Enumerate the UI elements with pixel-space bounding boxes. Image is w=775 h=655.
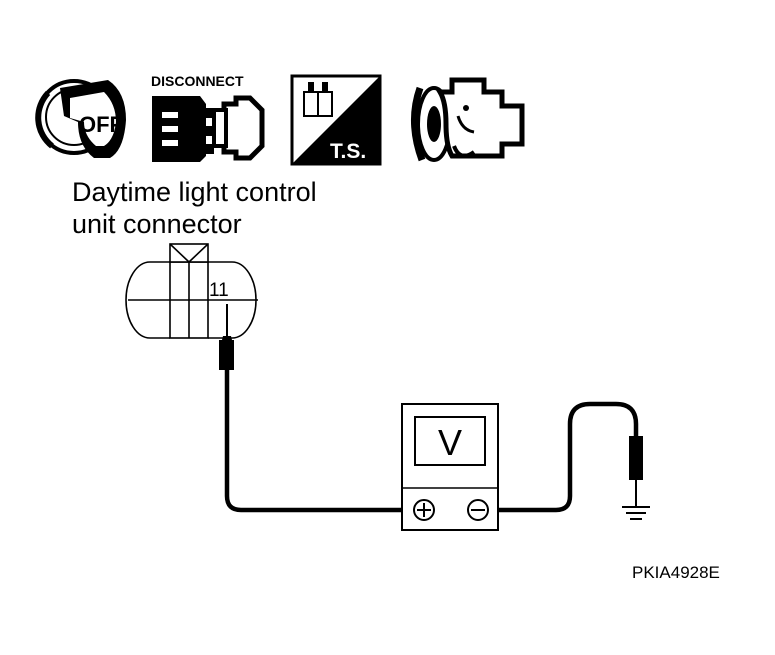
voltmeter-display: V xyxy=(438,422,462,463)
disconnect-icon: DISCONNECT xyxy=(151,73,265,162)
off-label: OFF xyxy=(79,112,123,137)
disconnect-label: DISCONNECT xyxy=(151,73,244,89)
voltmeter: V xyxy=(401,403,499,531)
positive-wire xyxy=(224,370,408,513)
connector-label-line-2: unit connector xyxy=(72,209,242,239)
connector-label-line-1: Daytime light control xyxy=(72,177,317,207)
connector: 11 xyxy=(125,243,258,339)
terminal-number: 11 xyxy=(209,280,229,301)
positive-probe xyxy=(219,304,234,370)
ground-icon xyxy=(622,500,650,520)
ts-label: T.S. xyxy=(330,140,366,163)
ignition-off-icon: OFF xyxy=(35,79,126,158)
negative-terminal-icon xyxy=(467,499,489,521)
negative-wire xyxy=(492,401,639,513)
ground-probe xyxy=(629,436,643,500)
test-state-icon: T.S. xyxy=(290,74,382,166)
engine-icon xyxy=(410,77,525,162)
reference-code: PKIA4928E xyxy=(632,563,720,582)
positive-terminal-icon xyxy=(413,499,435,521)
